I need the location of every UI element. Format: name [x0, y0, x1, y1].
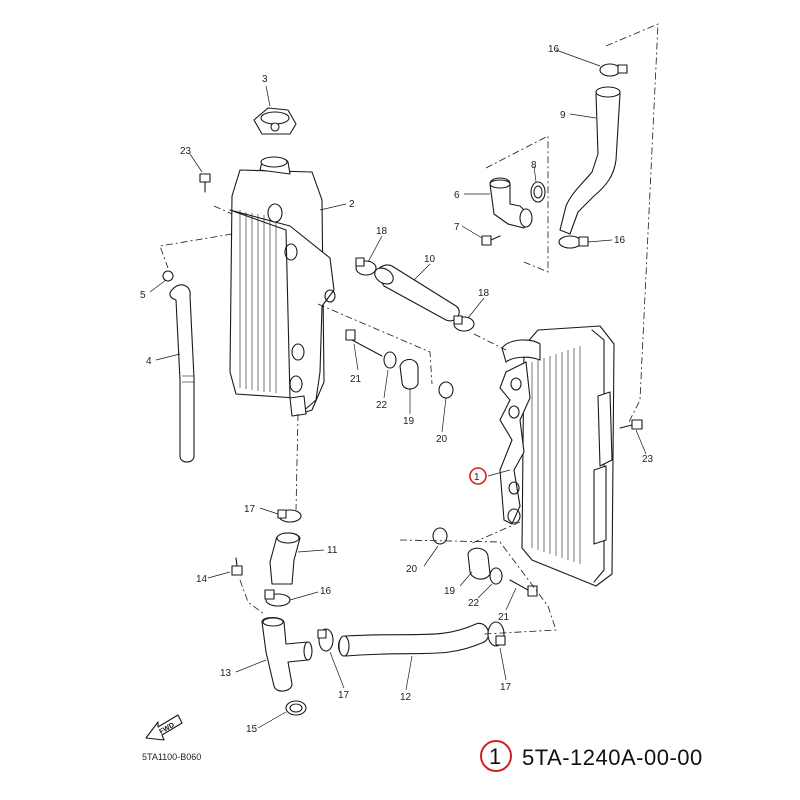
callout-22-lower: 22: [468, 598, 480, 609]
bolts-and-grommets: [199, 173, 643, 597]
callout-17-upper: 17: [244, 504, 256, 515]
part-number: 5TA-1240A-00-00: [522, 745, 703, 770]
callout-23-right: 23: [642, 454, 654, 465]
hose-9: [559, 86, 621, 235]
callout-18-upper: 18: [376, 226, 388, 237]
callout-5: 5: [140, 290, 146, 301]
left-radiator: [229, 156, 336, 417]
callout-labels: 3 23 2 5 4 18 10 18 21 22 19 20 16 9 8 6…: [140, 44, 654, 735]
callout-12: 12: [400, 692, 412, 703]
highlight-circle: [469, 467, 487, 485]
assembly-lines: [159, 23, 659, 635]
callout-13: 13: [220, 668, 232, 679]
callout-17-right: 17: [500, 682, 512, 693]
part-index-circle: [480, 740, 512, 772]
fwd-label: FWD: [158, 722, 175, 736]
drawing-reference: 5TA1100-B060: [142, 752, 201, 762]
callout-21-upper: 21: [350, 374, 362, 385]
callout-18-lower: 18: [478, 288, 490, 299]
callout-17-middle: 17: [338, 690, 350, 701]
hose-12: [337, 622, 490, 657]
callout-23-left: 23: [180, 146, 192, 157]
pipe-6: [489, 177, 533, 229]
callout-4: 4: [146, 356, 152, 367]
hose-10: [374, 264, 460, 322]
radiator-cap: [253, 107, 297, 135]
hose-4: [169, 284, 195, 463]
part-index: 1: [489, 744, 502, 769]
callout-16-lower: 16: [320, 586, 332, 597]
callout-8: 8: [531, 160, 537, 171]
highlight-callout-1[interactable]: 1: [469, 467, 487, 485]
callout-6: 6: [454, 190, 460, 201]
callout-22-upper: 22: [376, 400, 388, 411]
callout-20-lower: 20: [406, 564, 418, 575]
part-number-label[interactable]: 1 5TA-1240A-00-00: [480, 740, 703, 772]
leader-lines: [149, 49, 647, 729]
callout-16-top: 16: [548, 44, 560, 55]
callout-3: 3: [262, 74, 268, 85]
callout-19-lower: 19: [444, 586, 456, 597]
fwd-arrow-icon: FWD: [145, 714, 183, 741]
callout-16-mid: 16: [614, 235, 626, 246]
callout-20-upper: 20: [436, 434, 448, 445]
right-radiator: [499, 325, 615, 587]
callout-7: 7: [454, 222, 460, 233]
callout-2: 2: [349, 199, 355, 210]
callout-15: 15: [246, 724, 258, 735]
callout-10: 10: [424, 254, 436, 265]
hose-11: [269, 532, 301, 585]
callout-14: 14: [196, 574, 208, 585]
callout-11: 11: [327, 545, 338, 556]
callout-9: 9: [560, 110, 566, 121]
callout-19-upper: 19: [403, 416, 415, 427]
callout-21-lower: 21: [498, 612, 510, 623]
pipe-13: [261, 616, 313, 692]
clamps: [162, 63, 628, 716]
callout-1: 1: [474, 472, 480, 483]
